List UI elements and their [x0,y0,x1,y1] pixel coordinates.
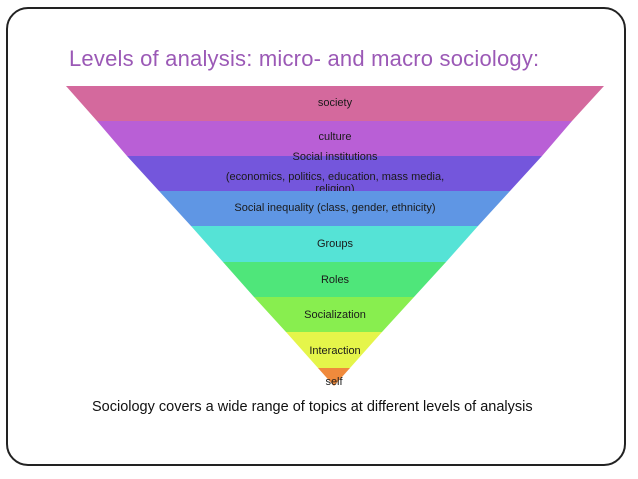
pyramid-level-institutions-band [127,156,542,191]
pyramid-label-institutions: Social institutions [292,151,378,163]
pyramid-level-inequality-band [159,191,510,226]
pyramid-level-self-band [318,368,350,386]
pyramid-label-culture: culture [318,131,352,143]
pyramid-label-inequality: Social inequality (class, gender, ethnic… [234,202,436,214]
slide-caption: Sociology covers a wide range of topics … [92,399,533,415]
pyramid-label-socialization: Socialization [304,309,366,321]
pyramid-label-interaction: Interaction [309,345,361,357]
pyramid-label-self: self [325,376,343,388]
pyramid-level-society-band [66,86,604,121]
pyramid-label-society: society [317,97,353,109]
pyramid-label-groups: Groups [316,238,354,250]
pyramid-level-roles-band [223,262,446,297]
pyramid-label-institutions-detail-2: religion) [315,183,355,191]
pyramid-label-roles: Roles [320,274,350,286]
pyramid-level-groups-band [191,226,478,262]
pyramid-level-interaction-band [286,332,382,368]
pyramid-label-institutions-detail: (economics, politics, education, mass me… [225,171,445,183]
pyramid-level-culture-band [97,121,572,156]
pyramid-level-socialization-band [254,297,414,332]
slide-title: Levels of analysis: micro- and macro soc… [69,46,540,71]
pyramid-label-institutions-clip: religion) [235,183,435,191]
